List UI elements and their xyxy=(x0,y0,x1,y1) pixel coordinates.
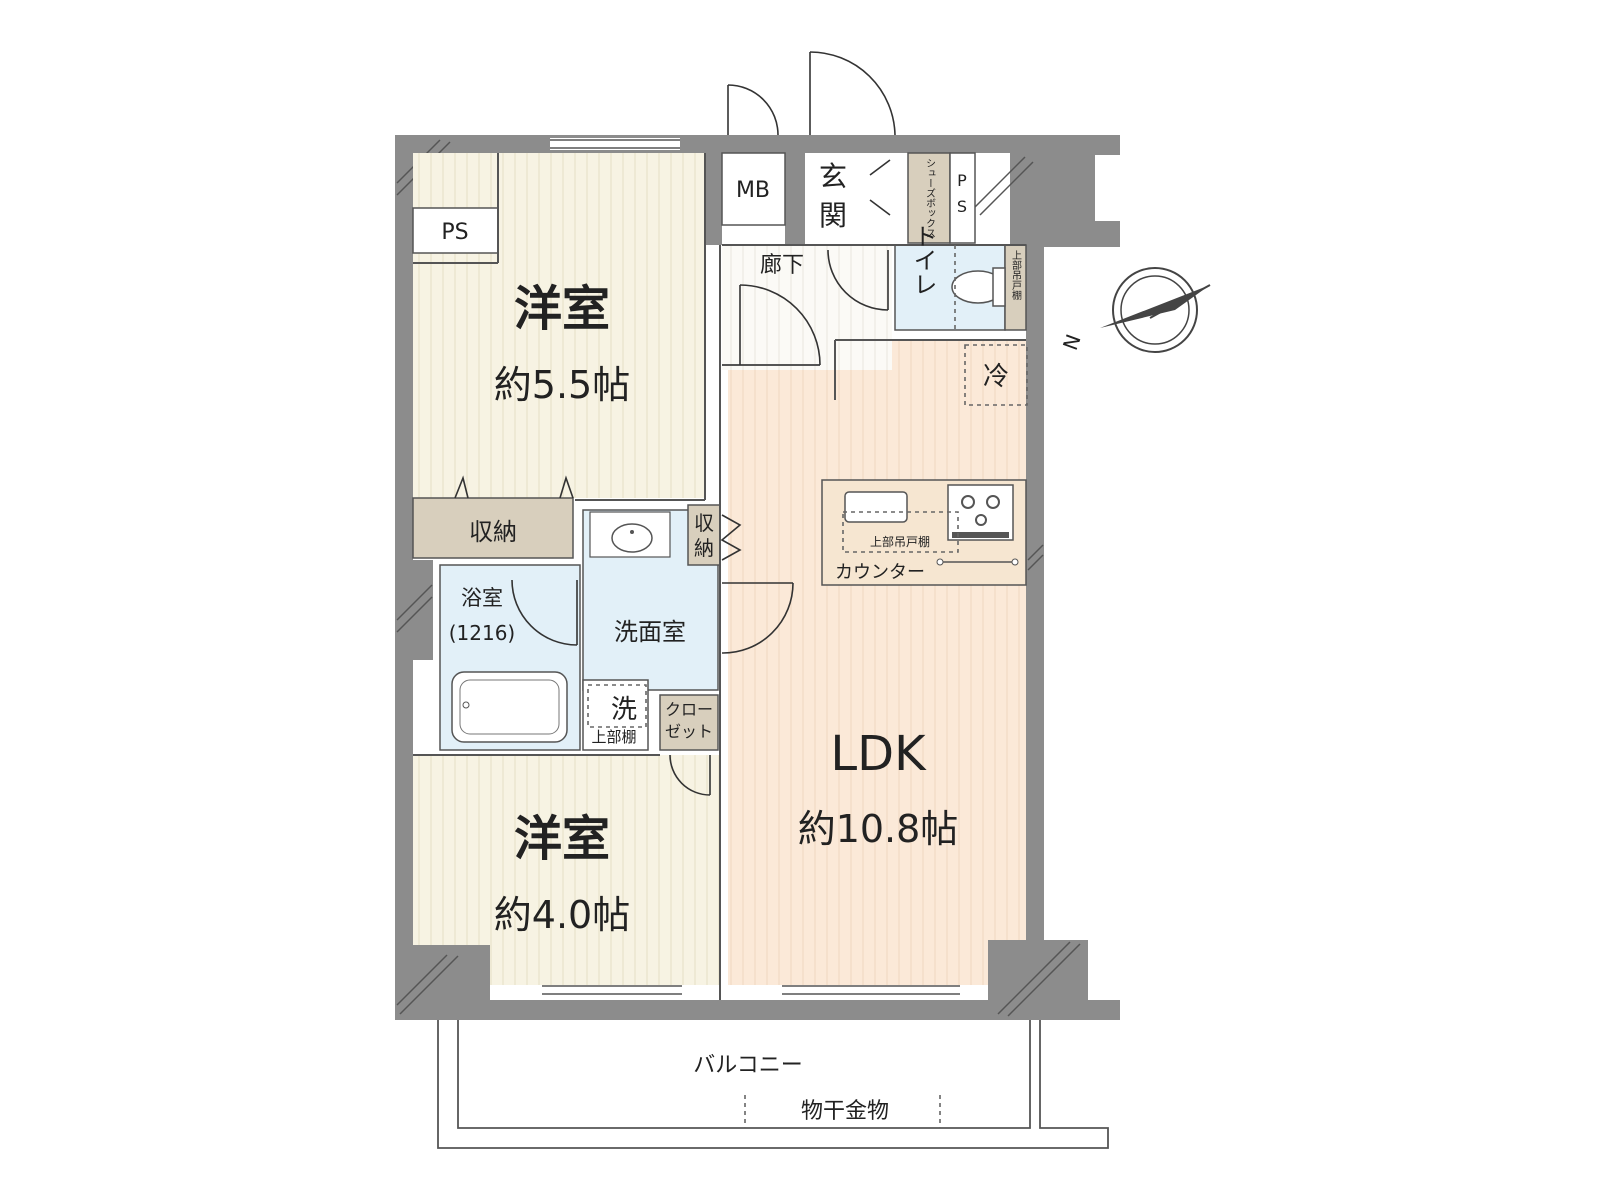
label-balcony: バルコニー xyxy=(693,1053,803,1078)
wall-bottom-left xyxy=(395,945,490,1020)
label-clothes-rack: 物干金物 xyxy=(801,1099,889,1124)
label-pipe-space-2-top: P xyxy=(957,171,967,190)
compass-icon: N xyxy=(1058,267,1211,353)
compass-north-label: N xyxy=(1058,331,1086,353)
room-size-western-1: 約5.5帖 xyxy=(494,363,630,407)
wall-column-left xyxy=(395,560,433,660)
pipe-space-2-box xyxy=(949,152,976,244)
label-washroom: 洗面室 xyxy=(614,618,686,646)
floor-entrance xyxy=(805,153,910,245)
label-closet-bottom: ゼット xyxy=(665,722,713,741)
doors xyxy=(454,51,896,796)
floor-hallway xyxy=(722,245,892,370)
label-hallway: 廊下 xyxy=(760,253,804,278)
label-entrance-top: 玄 xyxy=(819,160,847,193)
meter-box xyxy=(721,152,786,226)
interior-walls xyxy=(413,153,1026,1000)
labels: 洋室 約5.5帖 洋室 約4.0帖 LDK 約10.8帖 収納 収 納 浴室 (… xyxy=(441,158,1021,1124)
label-kitchen-shelf: 上部吊戸棚 xyxy=(870,534,930,549)
label-toilet-shelf: 上部吊戸棚 xyxy=(1010,250,1022,301)
floor-ldk xyxy=(728,370,1026,940)
room-size-ldk: 約10.8帖 xyxy=(798,807,959,851)
label-pipe-space-2-bottom: S xyxy=(957,197,967,216)
label-storage-bedroom: 収納 xyxy=(469,518,517,546)
stove xyxy=(947,484,1014,541)
storage-bedroom-box xyxy=(412,497,574,559)
toilet-bowl xyxy=(951,267,1006,307)
balcony xyxy=(437,1020,1109,1149)
room-name-ldk: LDK xyxy=(830,726,927,782)
label-counter: カウンター xyxy=(835,562,925,583)
washer-box xyxy=(582,679,649,751)
label-storage-small-top: 収 xyxy=(694,511,714,535)
label-storage-small-bottom: 納 xyxy=(694,536,714,560)
room-size-western-2: 約4.0帖 xyxy=(494,893,630,937)
label-closet-top: クロー xyxy=(665,700,713,719)
label-pipe-space-1: PS xyxy=(441,220,468,245)
room-name-western-2: 洋室 xyxy=(514,811,610,867)
washer-outline xyxy=(587,684,647,728)
closet-box xyxy=(659,694,719,751)
label-fridge: 冷 xyxy=(983,362,1009,392)
storage-small-box xyxy=(687,504,721,566)
bathtub xyxy=(451,671,568,743)
wall-right xyxy=(1026,245,1044,945)
room-name-western-1: 洋室 xyxy=(514,281,610,337)
floor-western-room-2 xyxy=(413,755,721,945)
label-meter-box: MB xyxy=(736,178,770,203)
label-toilet: トイレ xyxy=(909,224,937,296)
kitchen-shelf-outline xyxy=(842,511,959,553)
label-bathroom-size: (1216) xyxy=(449,621,516,645)
kitchen-sink xyxy=(844,491,908,523)
label-washer-shelf: 上部棚 xyxy=(591,728,636,746)
label-shoe-box: シューズボックス xyxy=(924,158,936,238)
label-bathroom: 浴室 xyxy=(461,586,503,610)
wall-bottom xyxy=(395,1000,1120,1020)
pipe-space-1-box xyxy=(412,207,499,254)
label-entrance-bottom: 関 xyxy=(819,199,847,232)
label-washer: 洗 xyxy=(611,695,637,725)
fridge-outline xyxy=(964,344,1028,406)
